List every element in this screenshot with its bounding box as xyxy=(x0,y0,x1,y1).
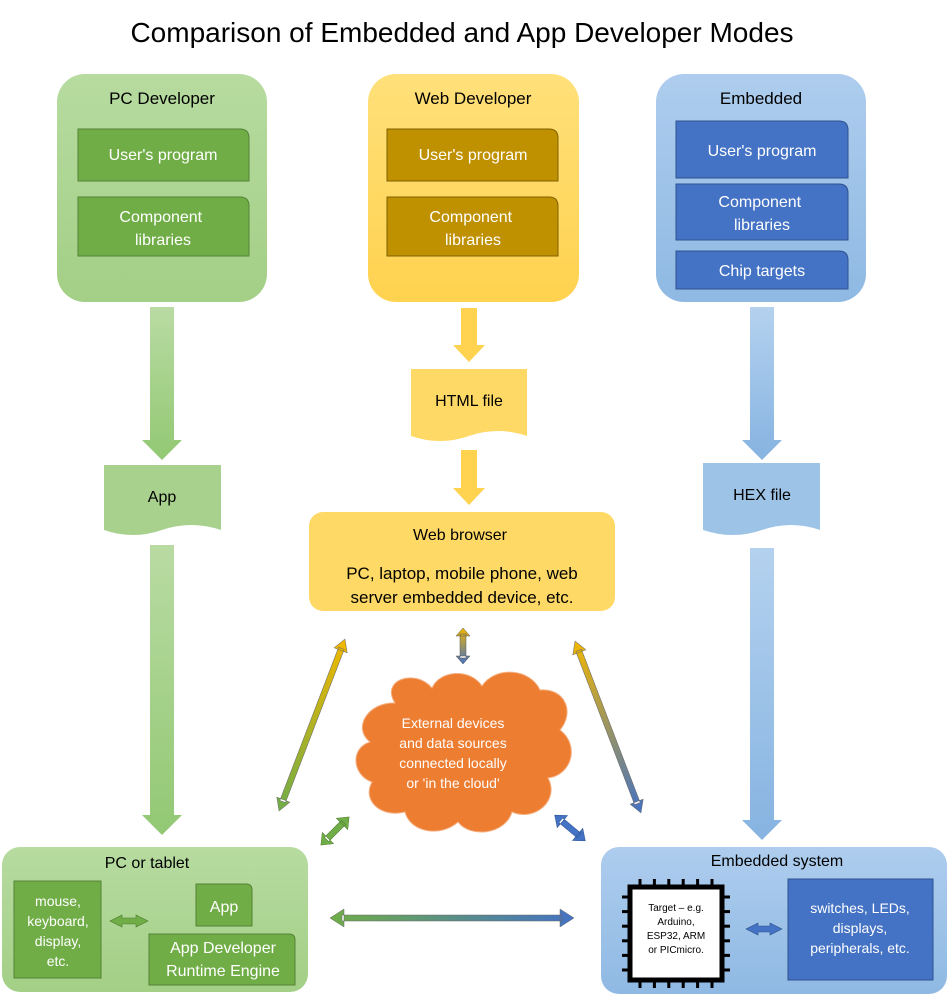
pc-developer-title: PC Developer xyxy=(109,89,215,108)
web-browser-line2: server embedded device, etc. xyxy=(350,588,573,607)
pc-user-program-label: User's program xyxy=(109,147,218,164)
web-browser-title: Web browser xyxy=(413,527,508,544)
hex-file-label: HEX file xyxy=(733,487,791,504)
embedded-user-program-box xyxy=(675,120,849,179)
embedded-component-libraries-label: Component libraries xyxy=(718,194,805,234)
web-developer-panel: Web Developer User's program Component l… xyxy=(368,74,579,302)
arrow-web-to-html xyxy=(453,308,485,362)
pc-tablet-title: PC or tablet xyxy=(105,855,190,872)
arrow-cloud-embedded-system xyxy=(554,814,586,842)
pc-tablet-runtime-box xyxy=(148,933,296,986)
embedded-chip-targets-box xyxy=(675,250,849,290)
html-file-document: HTML file xyxy=(411,369,527,441)
web-browser-box: Web browser PC, laptop, mobile phone, we… xyxy=(309,512,615,611)
embedded-user-program-label: User's program xyxy=(708,143,817,160)
embedded-system-box: Embedded system Target – e.g. Arduino, E… xyxy=(601,847,947,994)
pc-tablet-peripherals-4: etc. xyxy=(47,953,70,969)
embedded-title: Embedded xyxy=(720,89,802,108)
pc-component-libraries-label: Component libraries xyxy=(119,209,206,249)
app-document: App xyxy=(104,465,221,535)
web-user-program-box xyxy=(386,128,559,182)
chip-text-3: ESP32, ARM xyxy=(647,931,705,942)
hex-file-document: HEX file xyxy=(703,463,820,535)
web-browser-line1: PC, laptop, mobile phone, web xyxy=(346,564,578,583)
embedded-panel: Embedded User's program Component librar… xyxy=(656,74,866,302)
chip-text-4: or PICmicro. xyxy=(648,945,704,956)
arrow-hex-to-embedded-system xyxy=(742,548,782,840)
embedded-component-libraries-box xyxy=(675,183,849,241)
chip-icon xyxy=(622,879,730,988)
embedded-system-peripherals-3: peripherals, etc. xyxy=(810,940,910,956)
pc-tablet-peripherals-1: mouse, xyxy=(35,893,81,909)
web-component-libraries-box xyxy=(386,196,559,257)
embedded-system-peripherals-1: switches, LEDs, xyxy=(810,900,910,916)
pc-component-libraries-box xyxy=(77,196,250,257)
embedded-system-internal-arrow xyxy=(745,922,783,936)
embedded-system-title: Embedded system xyxy=(711,853,844,870)
web-user-program-label: User's program xyxy=(419,147,528,164)
cloud-line-2: and data sources xyxy=(399,735,506,751)
arrow-browser-embedded-system xyxy=(572,640,644,814)
cloud-line-1: External devices xyxy=(402,715,505,731)
cloud-line-3: connected locally xyxy=(399,755,506,771)
arrow-html-to-browser xyxy=(453,450,485,505)
arrow-browser-cloud xyxy=(455,627,471,665)
arrow-pc-to-app xyxy=(142,307,182,460)
pc-tablet-app-box xyxy=(195,883,253,927)
pc-tablet-peripherals-2: keyboard, xyxy=(27,913,88,929)
page-title: Comparison of Embedded and App Developer… xyxy=(130,17,793,48)
chip-text-2: Arduino, xyxy=(657,917,694,928)
embedded-system-peripherals-2: displays, xyxy=(833,920,887,936)
cloud-line-4: or 'in the cloud' xyxy=(406,775,499,791)
web-developer-title: Web Developer xyxy=(415,89,532,108)
pc-tablet-box: PC or tablet mouse, keyboard, display, e… xyxy=(2,847,308,992)
pc-tablet-internal-arrow xyxy=(109,914,149,928)
app-document-label: App xyxy=(148,489,177,506)
pc-tablet-app-label: App xyxy=(210,899,239,916)
cloud-external-devices: External devices and data sources connec… xyxy=(355,671,572,833)
pc-tablet-runtime-line2: Runtime Engine xyxy=(166,963,280,980)
arrow-cloud-pc-tablet xyxy=(320,816,350,846)
embedded-chip-targets-label: Chip targets xyxy=(719,263,805,280)
chip-text-1: Target – e.g. xyxy=(648,903,704,914)
arrow-pc-tablet-browser xyxy=(276,638,348,812)
pc-developer-panel: PC Developer User's program Component li… xyxy=(57,74,267,302)
pc-tablet-runtime-line1: App Developer xyxy=(170,940,277,957)
pc-tablet-peripherals-box xyxy=(13,880,102,979)
html-file-label: HTML file xyxy=(435,393,503,410)
pc-user-program-box xyxy=(77,128,250,182)
embedded-system-peripherals-box xyxy=(787,878,934,981)
web-component-libraries-label: Component libraries xyxy=(429,209,516,249)
pc-tablet-peripherals-3: display, xyxy=(35,933,81,949)
arrow-pc-tablet-embedded-system xyxy=(329,908,575,928)
arrow-embedded-to-hex xyxy=(742,307,782,460)
arrow-app-to-pc-tablet xyxy=(142,545,182,835)
